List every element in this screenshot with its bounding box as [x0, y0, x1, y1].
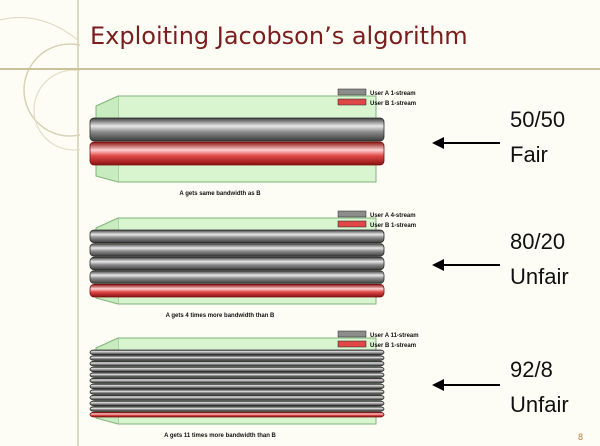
user-a-stream-bar-2	[89, 229, 385, 244]
fairness-label-2: Unfair	[510, 264, 569, 289]
figure-caption-1: A gets same bandwidth as B	[179, 191, 261, 197]
legend-swatch-2-2	[337, 220, 367, 228]
legend-swatch-1-2	[337, 98, 367, 106]
legend-label-3-2: User B 1-stream	[370, 343, 416, 349]
user-a-stream-bar-3	[89, 383, 385, 390]
user-a-stream-bar-3	[89, 372, 385, 378]
slide-title: Exploiting Jacobson’s algorithm	[90, 22, 468, 50]
legend-label-1-1: User A 1-stream	[370, 91, 416, 97]
user-a-stream-bar-2	[89, 256, 385, 271]
share-label-3: 92/8	[510, 357, 553, 382]
legend-swatch-1-1	[337, 88, 367, 96]
legend-label-2-2: User B 1-stream	[370, 223, 416, 229]
page-number: 8	[578, 432, 584, 442]
arrow-head-3	[432, 379, 444, 391]
decorative-swirl	[0, 0, 80, 446]
user-b-stream-bar-1	[89, 141, 385, 166]
user-a-stream-bar-3	[89, 366, 385, 373]
title-divider	[0, 68, 600, 70]
user-a-stream-bar-3	[89, 360, 385, 367]
legend-swatch-2-1	[337, 210, 367, 218]
user-a-stream-bar-3	[89, 406, 385, 412]
legend-label-3-1: User A 11-stream	[370, 333, 419, 339]
figure-caption-2: A gets 4 times more bandwidth than B	[166, 313, 275, 319]
user-b-stream-bar-2	[89, 283, 385, 298]
legend-swatch-3-1	[337, 330, 367, 338]
user-a-stream-bar-2	[89, 243, 385, 257]
user-a-stream-bar-3	[89, 349, 385, 356]
legend-swatch-3-2	[337, 340, 367, 348]
user-a-stream-bar-3	[89, 377, 385, 384]
fairness-label-3: Unfair	[510, 392, 569, 417]
share-label-1: 50/50	[510, 107, 566, 132]
arrow-head-1	[432, 137, 444, 149]
user-a-stream-bar-3	[89, 400, 385, 407]
arrow-head-2	[432, 259, 444, 271]
figure-caption-3: A gets 11 times more bandwidth than B	[164, 433, 276, 439]
legend-label-2-1: User A 4-stream	[370, 213, 416, 219]
user-a-stream-bar-3	[89, 389, 385, 395]
share-label-2: 80/20	[510, 229, 566, 254]
legend-label-1-2: User B 1-stream	[370, 101, 416, 107]
user-a-stream-bar-3	[89, 394, 385, 401]
user-b-stream-bar-3	[89, 411, 385, 418]
user-a-stream-bar-1	[89, 117, 385, 142]
fairness-label-1: Fair	[510, 142, 548, 167]
user-a-stream-bar-3	[89, 355, 385, 361]
user-a-stream-bar-2	[89, 270, 385, 284]
